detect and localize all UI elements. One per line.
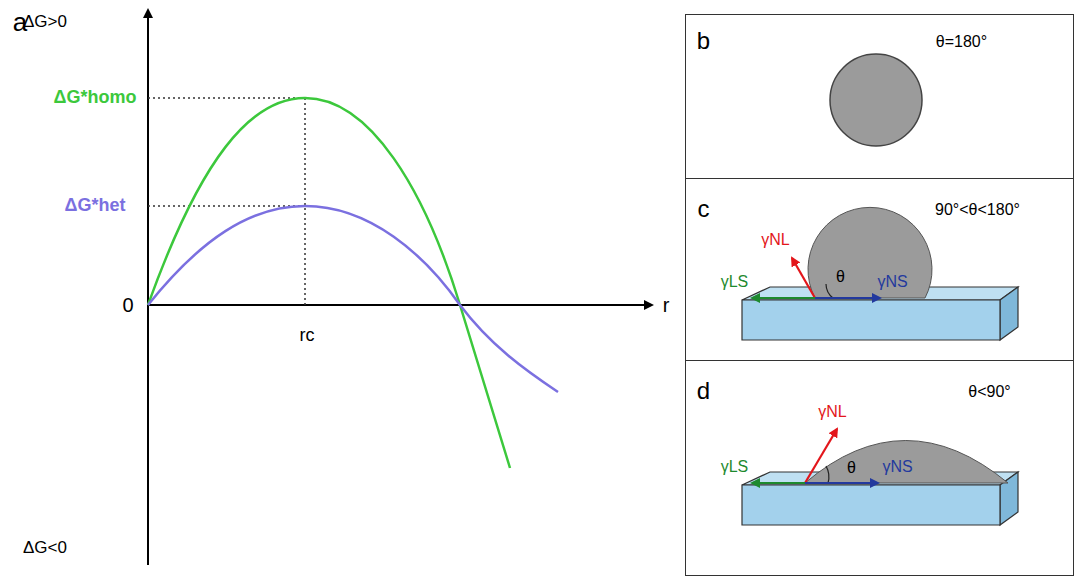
tension-label: γNL [818, 403, 846, 421]
tension-arrow [805, 429, 837, 483]
tension-arrow [752, 297, 815, 299]
tension-arrow [815, 297, 880, 299]
angle-label: θ=180° [936, 33, 987, 51]
tension-arrow [805, 482, 878, 484]
panel-box: b θ=180° [685, 14, 1074, 179]
homo-curve [148, 98, 510, 468]
axis-label: 0 [122, 294, 133, 316]
axis-label: ΔG>0 [23, 13, 67, 32]
tension-label: γLS [721, 458, 749, 476]
droplet [830, 54, 922, 146]
axis-label: rc [300, 326, 315, 346]
axis-label: r [663, 294, 670, 316]
angle-arc [826, 466, 829, 483]
panel-letter: c [698, 196, 710, 222]
axis-label: ΔG<0 [23, 539, 67, 558]
tension-label: γNL [761, 231, 789, 249]
axes [148, 10, 652, 565]
panel-letter: d [697, 378, 710, 404]
angle-label: 90°<θ<180° [935, 201, 1020, 219]
panel-box: d θ<90° γNL γLS θ γNS [685, 360, 1074, 576]
tension-arrow [792, 258, 815, 298]
tension-label: γNS [877, 273, 907, 291]
het-curve [148, 206, 558, 392]
angle-symbol: θ [836, 268, 845, 286]
tension-label: γNS [882, 458, 912, 476]
panel-box: c 90°<θ<180° γNL γLS θ γNS [685, 178, 1074, 361]
angle-label: θ<90° [968, 383, 1010, 401]
tension-arrow [752, 482, 805, 484]
angle-symbol: θ [847, 459, 856, 477]
droplet [808, 207, 932, 298]
barrier-label: ΔG*homo [54, 88, 137, 108]
angle-arc [826, 284, 833, 298]
droplet [805, 441, 1008, 484]
panel-letter: b [697, 28, 710, 54]
tension-label: γLS [721, 273, 749, 291]
barrier-label: ΔG*het [65, 196, 126, 216]
guide-lines [148, 98, 305, 305]
